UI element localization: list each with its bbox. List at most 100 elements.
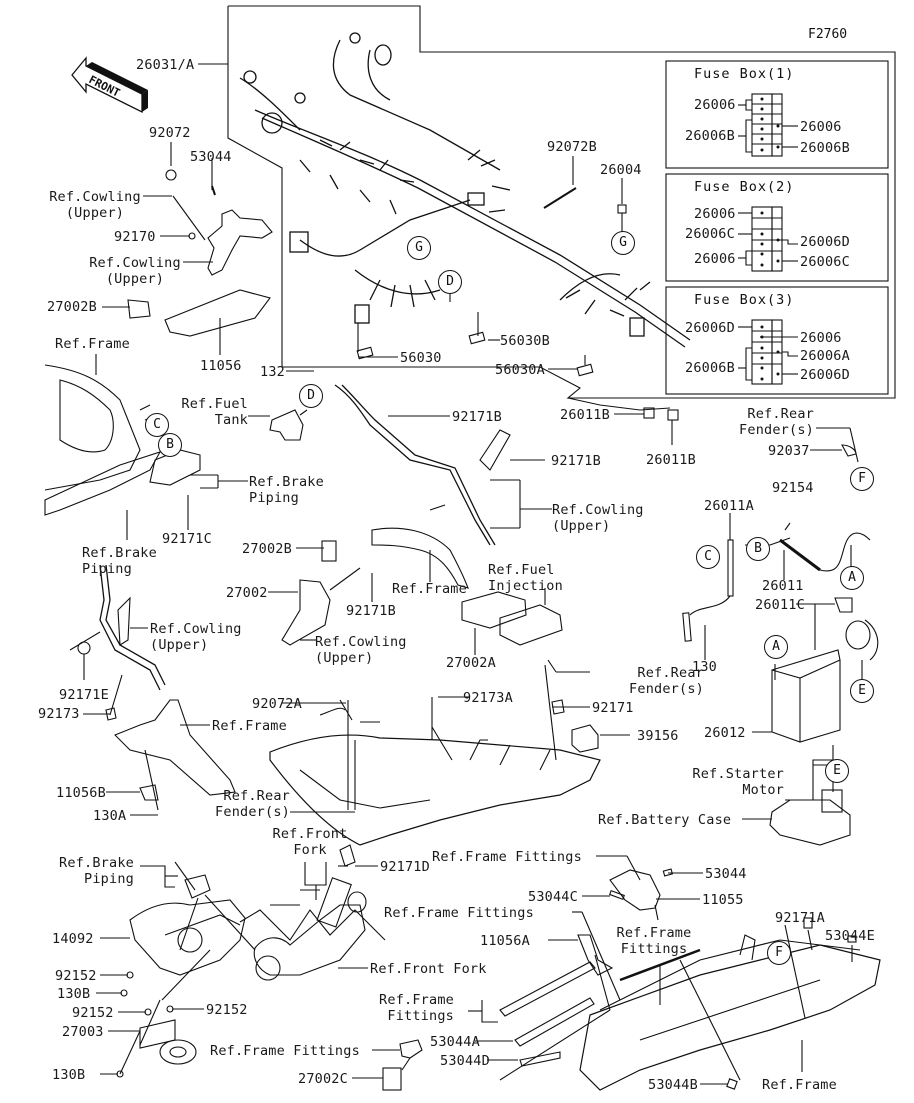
part-label: 92171B [346,603,396,619]
reference-circle-d: D [299,384,323,408]
ref-label: Ref.Battery Case [598,812,732,828]
fuse-box-1-left-label: 26006 [694,97,736,113]
reference-circle-f: F [767,941,791,965]
ref-label: Ref.Cowling (Upper) [315,634,407,666]
ref-label: Ref.Frame Fittings [379,992,454,1024]
fuse-box-2-drawing [738,206,798,272]
part-label: 56030A [495,362,545,378]
part-label: 14092 [52,931,94,947]
part-label: 92152 [206,1002,248,1018]
ref-label: Ref.Front Fork [370,961,487,977]
part-label: 11056A [480,933,530,949]
part-label: 27002 [226,585,268,601]
fuse-box-3-title: Fuse Box(3) [694,292,795,308]
part-label: 53044D [440,1053,490,1069]
part-label: 92072B [547,139,597,155]
fuse-box-3-left-label: 26006D [685,320,735,336]
fuse-box-2-left-label: 26006 [694,206,736,222]
part-label: 130A [93,808,127,824]
fuse-box-3-right-label: 26006A [800,348,850,364]
ref-label: Ref.Frame Fittings [384,905,534,921]
part-label: 92171D [380,859,430,875]
harness-boundary [227,5,896,399]
fuse-box-3-right-label: 26006D [800,367,850,383]
part-label: 92171B [452,409,502,425]
ref-label: Ref.Brake Piping [59,855,134,887]
reference-circle-a: A [840,566,864,590]
part-label: 92171E [59,687,109,703]
ref-label: Ref.Cowling (Upper) [89,255,181,287]
fuse-box-1-frame [665,60,889,169]
figure-number: F2760 [808,27,848,42]
part-label: 53044A [430,1034,480,1050]
part-label: 11056 [200,358,242,374]
reference-circle-c: C [145,413,169,437]
ref-label: Ref.Cowling (Upper) [552,502,644,534]
ref-label: Ref.Frame [392,581,467,597]
part-label-26031-a: 26031/A [136,57,195,73]
part-label: 92154 [772,480,814,496]
part-label: 11056B [56,785,106,801]
part-label: 92152 [72,1005,114,1021]
ref-label: Ref.Brake Piping [249,474,324,506]
ref-label: Ref.Frame [55,336,130,352]
fuse-box-1-drawing [738,93,798,157]
reference-circle-b: B [746,537,770,561]
ref-label: Ref.Frame [212,718,287,734]
ref-label: Ref.Frame Fittings [210,1043,360,1059]
ref-label: Ref.Frame [762,1077,837,1093]
ref-label: Ref.Front Fork [272,826,348,858]
ref-label: Ref.Cowling (Upper) [49,189,141,221]
ref-label: Ref.Cowling (Upper) [150,621,242,653]
part-label: 26011B [560,407,610,423]
part-label: 92152 [55,968,97,984]
part-label: 92037 [768,443,810,459]
part-label: 130B [52,1067,86,1083]
part-label: 26011A [704,498,754,514]
reference-circle-a: A [764,635,788,659]
part-label: 92170 [114,229,156,245]
ref-label: Ref.Rear Fender(s) [739,406,814,438]
reference-circle-g: G [611,231,635,255]
fuse-box-1-left-label: 26006B [685,128,735,144]
part-label: 56030B [500,333,550,349]
reference-circle-f: F [850,467,874,491]
part-label: 26011B [646,452,696,468]
fuse-box-1-title: Fuse Box(1) [694,66,795,82]
part-label: 53044 [705,866,747,882]
part-label: 26004 [600,162,642,178]
part-label: 132 [260,364,285,380]
ref-label: Ref.Frame Fittings [616,925,692,957]
fuse-box-3-right-label: 26006 [800,330,842,346]
part-label: 130B [57,986,91,1002]
ref-label: Ref.Fuel Injection [488,562,563,594]
part-label: 92072 [149,125,191,141]
ref-label: Ref.Rear Fender(s) [215,788,290,820]
reference-circle-b: B [158,433,182,457]
reference-circle-e: E [850,679,874,703]
part-label: 26012 [704,725,746,741]
ref-label: Ref.Brake Piping [82,545,157,577]
part-label: 92171 [592,700,634,716]
fuse-box-2-right-label: 26006D [800,234,850,250]
reference-circle-e: E [825,759,849,783]
part-label: 92072A [252,696,302,712]
ref-label: Ref.Frame Fittings [432,849,582,865]
part-label: 27003 [62,1024,104,1040]
part-label: 26011C [755,597,805,613]
ref-label: Ref.Fuel Tank [181,396,248,428]
fuse-box-2-frame [665,173,889,282]
part-label: 27002B [47,299,97,315]
part-label: 11055 [702,892,744,908]
frame-head-left [44,364,248,540]
part-label: 27002B [242,541,292,557]
fuse-box-2-title: Fuse Box(2) [694,179,795,195]
fuse-box-2-left-label: 26006 [694,251,736,267]
main-wiring-harness [239,32,691,348]
part-label: 92171A [775,910,825,926]
fuse-box-3-left-label: 26006B [685,360,735,376]
part-label: 92173A [463,690,513,706]
fuse-box-1-right-label: 26006B [800,140,850,156]
part-label: 53044 [190,149,232,165]
